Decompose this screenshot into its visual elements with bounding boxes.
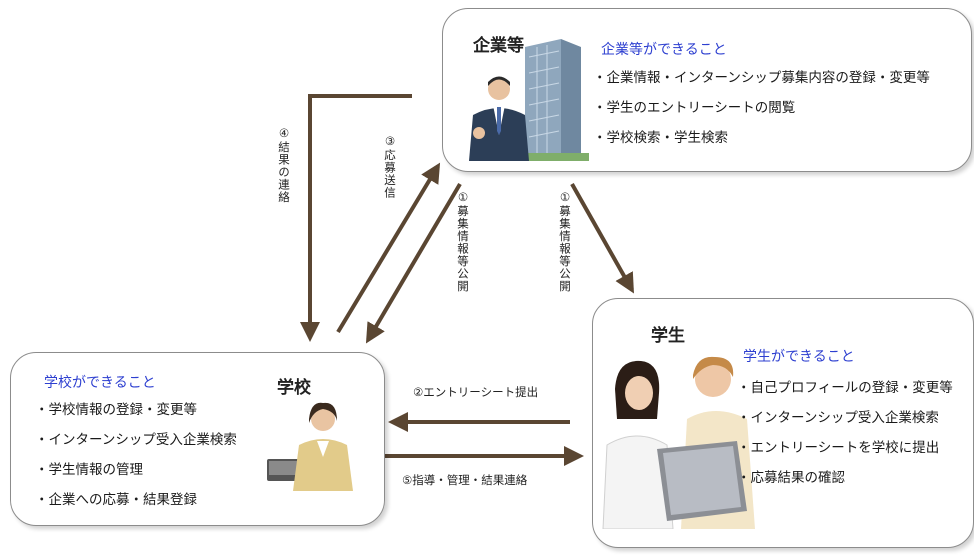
student-capability-item: 応募結果の確認 <box>737 463 953 493</box>
company-capability-list: 企業情報・インターンシップ募集内容の登録・変更等 学生のエントリーシートの閲覧 … <box>593 63 930 153</box>
student-capability-item: インターンシップ受入企業検索 <box>737 403 953 433</box>
teacher-illustration <box>267 402 353 491</box>
student-caption: 学生ができること <box>743 349 855 365</box>
company-capability-item: 企業情報・インターンシップ募集内容の登録・変更等 <box>593 63 930 93</box>
school-capability-item: 学生情報の管理 <box>35 455 237 485</box>
businessman-building-illustration <box>469 39 589 161</box>
label-guidance: ⑤指導・管理・結果連絡 <box>402 473 528 487</box>
school-capability-item: 企業への応募・結果登録 <box>35 485 237 515</box>
arrow-publish-student <box>570 183 634 294</box>
school-capability-item: インターンシップ受入企業検索 <box>35 425 237 455</box>
label-entry-sheet: ②エントリーシート提出 <box>413 385 539 399</box>
student-title: 学生 <box>651 326 685 346</box>
school-box: 学校ができること 学校 学校情報の登録・変更等 インターンシップ受入企業検索 学… <box>10 352 385 526</box>
label-publish-student: ①募集情報等公開 <box>558 190 572 293</box>
school-capability-item: 学校情報の登録・変更等 <box>35 395 237 425</box>
students-laptop-illustration <box>602 356 755 529</box>
arrow-result-contact <box>300 94 412 342</box>
company-caption: 企業等ができること <box>601 42 727 58</box>
arrow-apply-send <box>336 162 441 334</box>
company-capability-item: 学生のエントリーシートの閲覧 <box>593 93 930 123</box>
student-capability-list: 自己プロフィールの登録・変更等 インターンシップ受入企業検索 エントリーシートを… <box>737 373 953 493</box>
school-title: 学校 <box>277 378 311 398</box>
label-apply-send: ③応募送信 <box>383 134 397 199</box>
student-box: 学生 学生ができること 自己プロフィールの登録・変更等 インターンシップ受入企業… <box>592 298 974 548</box>
arrow-publish-school <box>365 182 462 344</box>
student-capability-item: 自己プロフィールの登録・変更等 <box>737 373 953 403</box>
school-capability-list: 学校情報の登録・変更等 インターンシップ受入企業検索 学生情報の管理 企業への応… <box>35 395 237 515</box>
label-publish-school: ①募集情報等公開 <box>456 190 470 293</box>
company-box: 企業等 企業等ができること 企業情報・インターンシップ募集内容の登録・変更等 学… <box>442 8 972 172</box>
student-capability-item: エントリーシートを学校に提出 <box>737 433 953 463</box>
company-title: 企業等 <box>473 36 524 56</box>
label-result-contact: ④結果の連絡 <box>277 126 291 204</box>
school-caption: 学校ができること <box>44 375 156 391</box>
company-capability-item: 学校検索・学生検索 <box>593 123 930 153</box>
